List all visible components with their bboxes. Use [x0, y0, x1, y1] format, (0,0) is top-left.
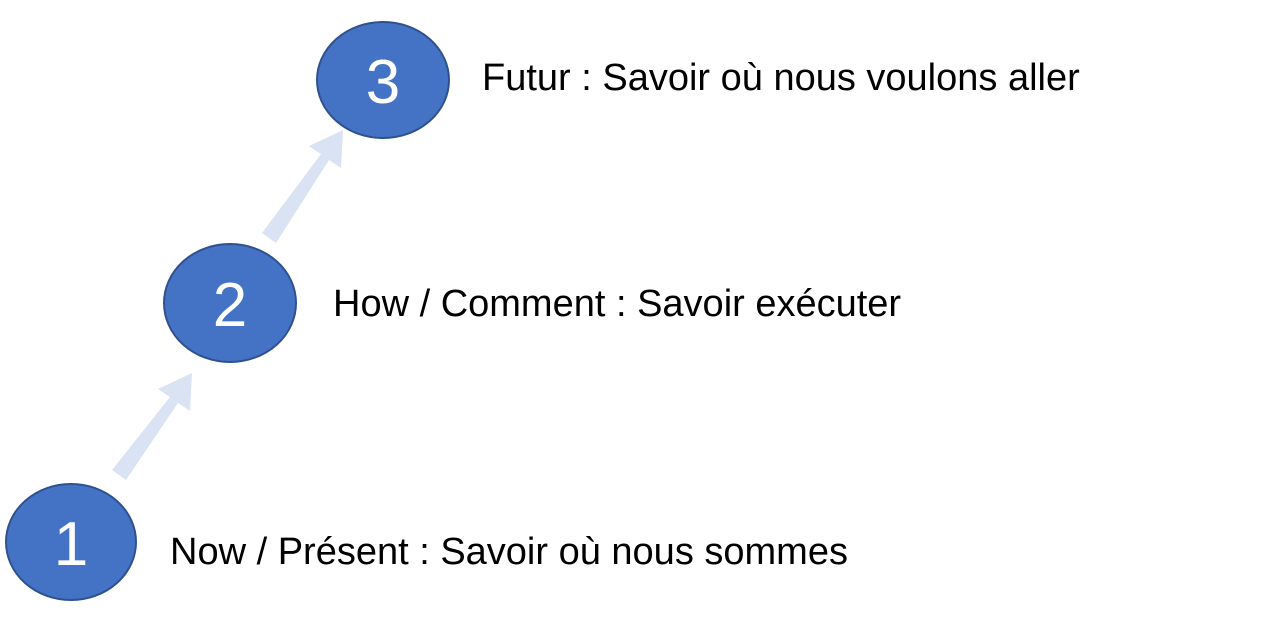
step-3-label: Futur : Savoir où nous voulons aller	[482, 57, 1080, 99]
step-3-circle: 3	[316, 21, 450, 139]
step-2-number: 2	[213, 271, 247, 340]
step-1-number: 1	[54, 510, 88, 579]
step-1-circle: 1	[5, 483, 137, 601]
arrow-1-to-2	[112, 373, 192, 480]
step-1-label: Now / Présent : Savoir où nous sommes	[170, 531, 848, 573]
step-2-circle: 2	[163, 243, 297, 363]
arrow-2-to-3	[262, 130, 343, 243]
step-2-label: How / Comment : Savoir exécuter	[333, 283, 902, 325]
step-3-number: 3	[366, 48, 400, 117]
